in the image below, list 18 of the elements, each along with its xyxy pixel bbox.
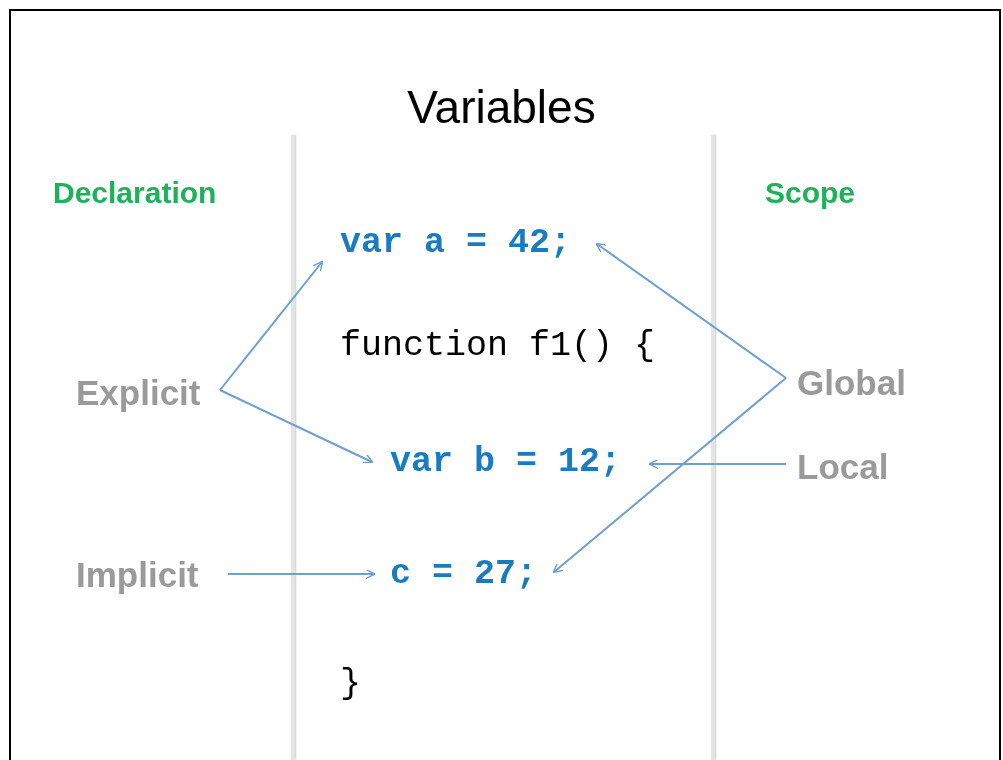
arrow (552, 377, 787, 574)
arrow (227, 568, 376, 580)
declaration-label: Explicit (72, 370, 220, 416)
arrow (219, 389, 374, 464)
scope-label: Local (786, 444, 896, 490)
column-heading: Declaration (53, 176, 217, 210)
code-statement: var b = 12; (372, 438, 650, 486)
code-statement: var a = 42; (322, 218, 597, 268)
code-line: function f1() { (340, 326, 656, 366)
arrow (595, 242, 787, 379)
title: Variables (406, 80, 597, 134)
scope-label: Global (786, 360, 926, 406)
arrow (648, 458, 787, 470)
column-heading: Scope (765, 176, 856, 210)
declaration-label: Implicit (72, 552, 228, 598)
arrow (219, 260, 324, 391)
code-statement: c = 27; (374, 550, 554, 598)
code-line: } (340, 664, 361, 704)
